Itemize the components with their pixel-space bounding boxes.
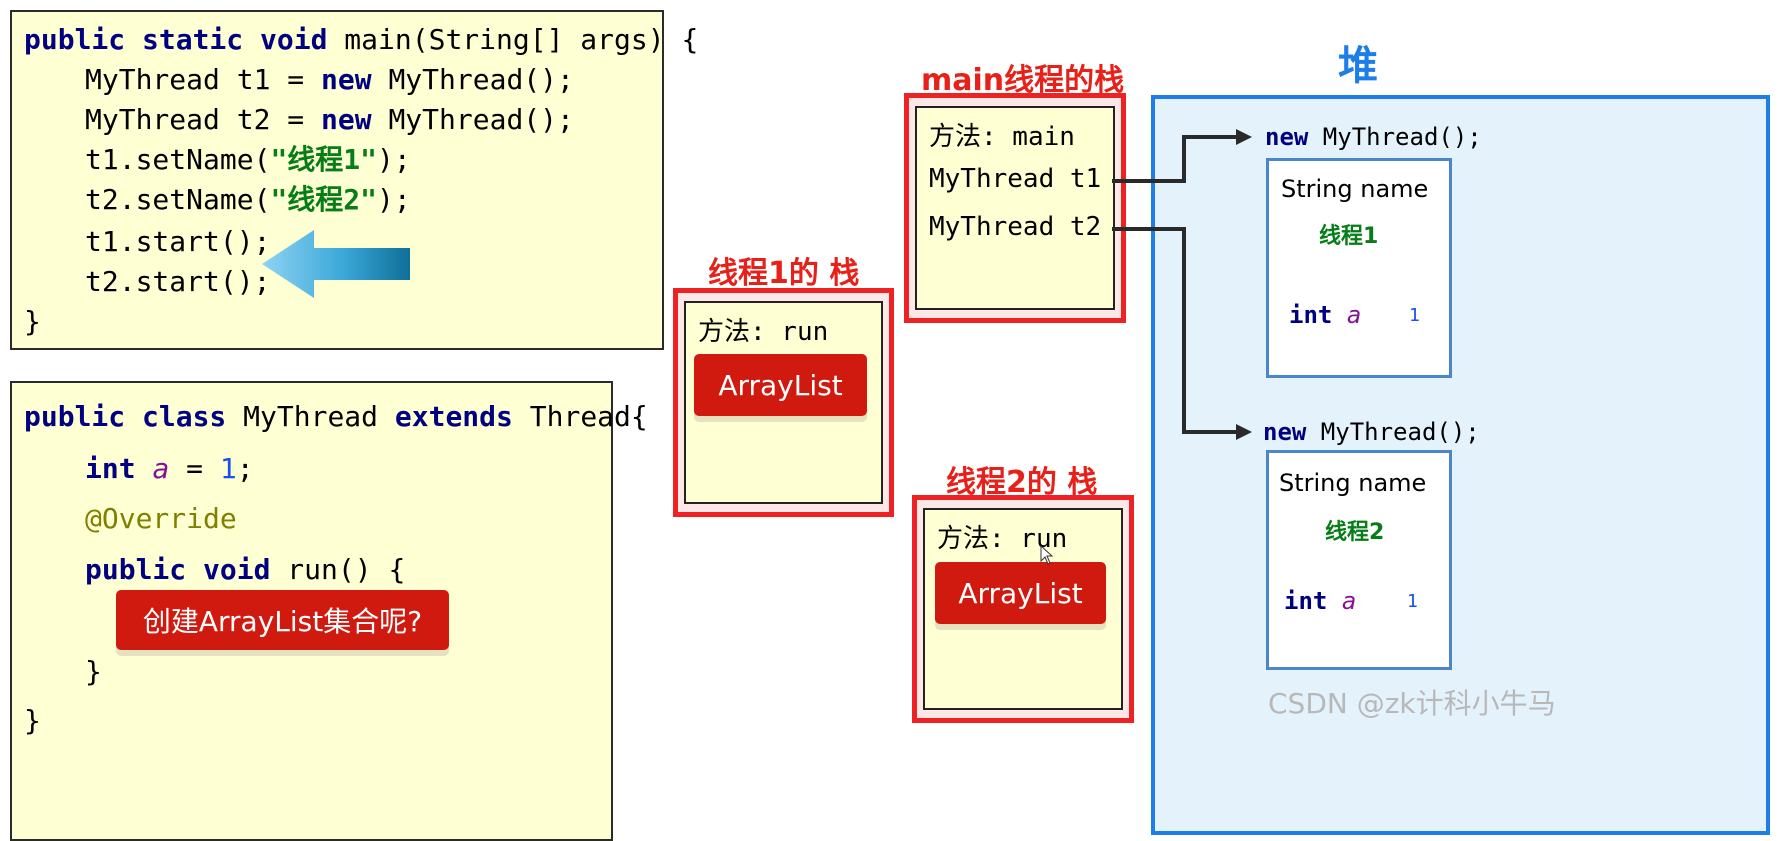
heap-obj2-new-label: new MyThread(); xyxy=(1263,418,1480,446)
t2-reference-line xyxy=(1112,227,1240,434)
main-stack-title: main线程的栈 xyxy=(921,63,1125,98)
code-line-6: t1.start(); xyxy=(85,225,271,258)
heap-obj2-name-label: String name xyxy=(1279,469,1427,497)
class-line-3: @Override xyxy=(85,502,237,535)
main-method-label: 方法: main xyxy=(929,122,1075,152)
code-line-8: } xyxy=(24,305,41,338)
class-line-6: } xyxy=(24,704,41,737)
class-line-4: public void run() { xyxy=(85,553,406,586)
class-line-2: int a = 1; xyxy=(85,452,254,485)
code-line-4: t1.setName("线程1"); xyxy=(85,143,411,176)
create-arraylist-callout: 创建ArrayList集合呢? xyxy=(116,590,449,650)
t1-reference-arrowhead-icon xyxy=(1236,129,1252,145)
t1-reference-line xyxy=(1112,135,1240,183)
heap-obj1-new-label: new MyThread(); xyxy=(1265,123,1482,151)
thread1-arraylist-item: ArrayList xyxy=(694,354,867,416)
heap-obj1-name-label: String name xyxy=(1281,175,1429,203)
main-method-code-box: public static void main(String[] args) {… xyxy=(10,10,698,350)
heap-obj1-field: int a xyxy=(1289,301,1362,329)
t2-reference-arrowhead-icon xyxy=(1236,424,1252,440)
main-var-t2: MyThread t2 xyxy=(929,212,1102,242)
code-line-1: public static void main(String[] args) { xyxy=(24,23,699,56)
heap-obj2-name-value: 线程2 xyxy=(1325,520,1385,545)
main-stack: 方法: main MyThread t1 MyThread t2 xyxy=(904,93,1126,323)
heap-obj1-field-value: 1 xyxy=(1409,305,1420,326)
heap-obj1-name-value: 线程1 xyxy=(1319,224,1379,249)
thread2-arraylist-item: ArrayList xyxy=(935,562,1106,624)
heap-obj2-field: int a xyxy=(1284,587,1357,615)
watermark: CSDN @zk计科小牛马 xyxy=(1268,687,1556,720)
main-var-t1: MyThread t1 xyxy=(929,164,1102,194)
thread2-method-label: 方法: run xyxy=(937,524,1068,554)
mouse-cursor-icon xyxy=(1040,545,1054,565)
heap-obj2-field-value: 1 xyxy=(1407,591,1418,612)
code-line-3: MyThread t2 = new MyThread(); xyxy=(85,103,574,136)
reference-connectors xyxy=(1112,129,1252,440)
thread1-stack-title: 线程1的 栈 xyxy=(708,256,860,291)
thread1-method-label: 方法: run xyxy=(698,317,829,347)
thread2-stack-title: 线程2的 栈 xyxy=(946,465,1098,500)
code-line-7: t2.start(); xyxy=(85,265,271,298)
heap-object-2: String name 线程2 int a 1 xyxy=(1266,450,1452,670)
pointer-arrow-icon xyxy=(262,230,410,298)
heap-object-1: String name 线程1 int a 1 xyxy=(1266,158,1452,378)
code-line-5: t2.setName("线程2"); xyxy=(85,183,411,216)
class-line-5: } xyxy=(85,655,102,688)
class-line-1: public class MyThread extends Thread{ xyxy=(24,400,648,433)
heap-title: 堆 xyxy=(1338,43,1378,89)
code-line-2: MyThread t1 = new MyThread(); xyxy=(85,63,574,96)
main-stack-frame: 方法: main MyThread t1 MyThread t2 xyxy=(915,106,1115,310)
